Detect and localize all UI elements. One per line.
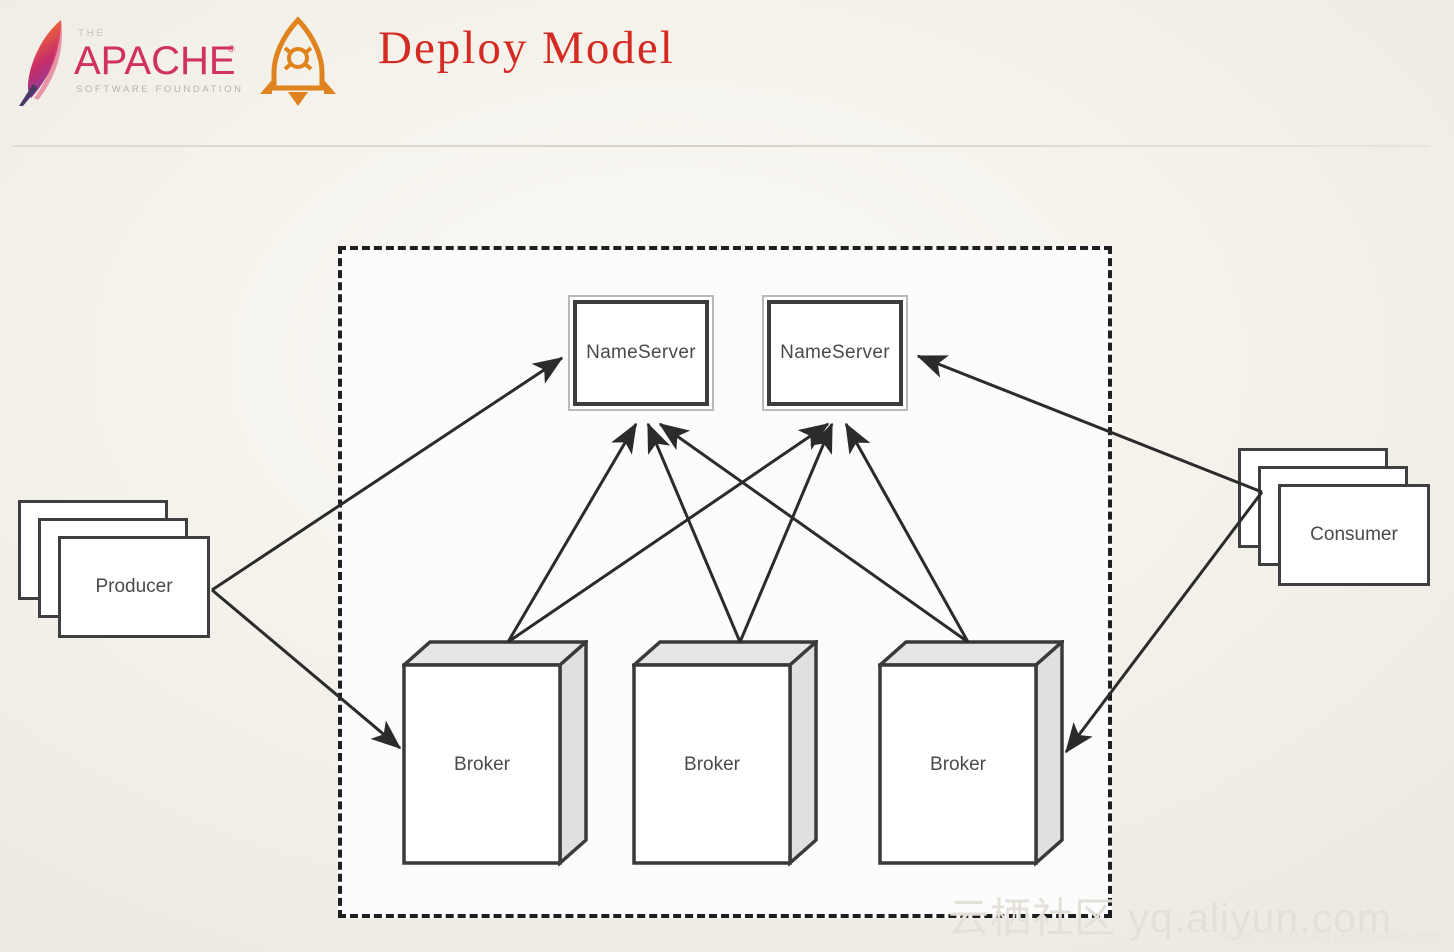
nameserver-node-1-label: NameServer xyxy=(586,342,696,363)
rocketmq-logo xyxy=(252,14,344,108)
broker-node-3[interactable]: Broker xyxy=(878,640,1064,867)
nameserver-node-1-inner: NameServer xyxy=(573,300,709,406)
nameserver-node-2[interactable]: NameServer xyxy=(762,295,908,411)
broker-node-1-shape xyxy=(402,640,588,867)
broker-node-1[interactable]: Broker xyxy=(402,640,588,867)
consumer-stack-sheet-front: Consumer xyxy=(1278,484,1430,586)
slide-header: THE APACHE ® SOFTWARE FOUNDATION xyxy=(0,0,1454,147)
nameserver-node-2-label: NameServer xyxy=(780,342,890,363)
apache-software-foundation-logo: THE APACHE ® SOFTWARE FOUNDATION xyxy=(14,14,242,106)
page-title: Deploy Model xyxy=(378,22,675,74)
producer-node-label: Producer xyxy=(95,576,173,597)
svg-text:APACHE: APACHE xyxy=(74,39,236,83)
broker-node-2[interactable]: Broker xyxy=(632,640,818,867)
header-divider xyxy=(12,145,1430,147)
rocketmq-rocket-icon xyxy=(260,16,336,106)
producer-node[interactable]: Producer xyxy=(18,500,210,650)
apache-feather-icon: THE APACHE ® SOFTWARE FOUNDATION xyxy=(19,20,242,106)
nameserver-node-2-inner: NameServer xyxy=(767,300,903,406)
consumer-node[interactable]: Consumer xyxy=(1238,448,1430,598)
producer-stack-sheet-front: Producer xyxy=(58,536,210,638)
svg-text:SOFTWARE FOUNDATION: SOFTWARE FOUNDATION xyxy=(76,84,242,95)
nameserver-node-1[interactable]: NameServer xyxy=(568,295,714,411)
svg-text:®: ® xyxy=(228,44,235,54)
consumer-node-label: Consumer xyxy=(1310,524,1398,545)
broker-node-2-shape xyxy=(632,640,818,867)
broker-node-3-shape xyxy=(878,640,1064,867)
svg-text:THE: THE xyxy=(78,28,106,39)
